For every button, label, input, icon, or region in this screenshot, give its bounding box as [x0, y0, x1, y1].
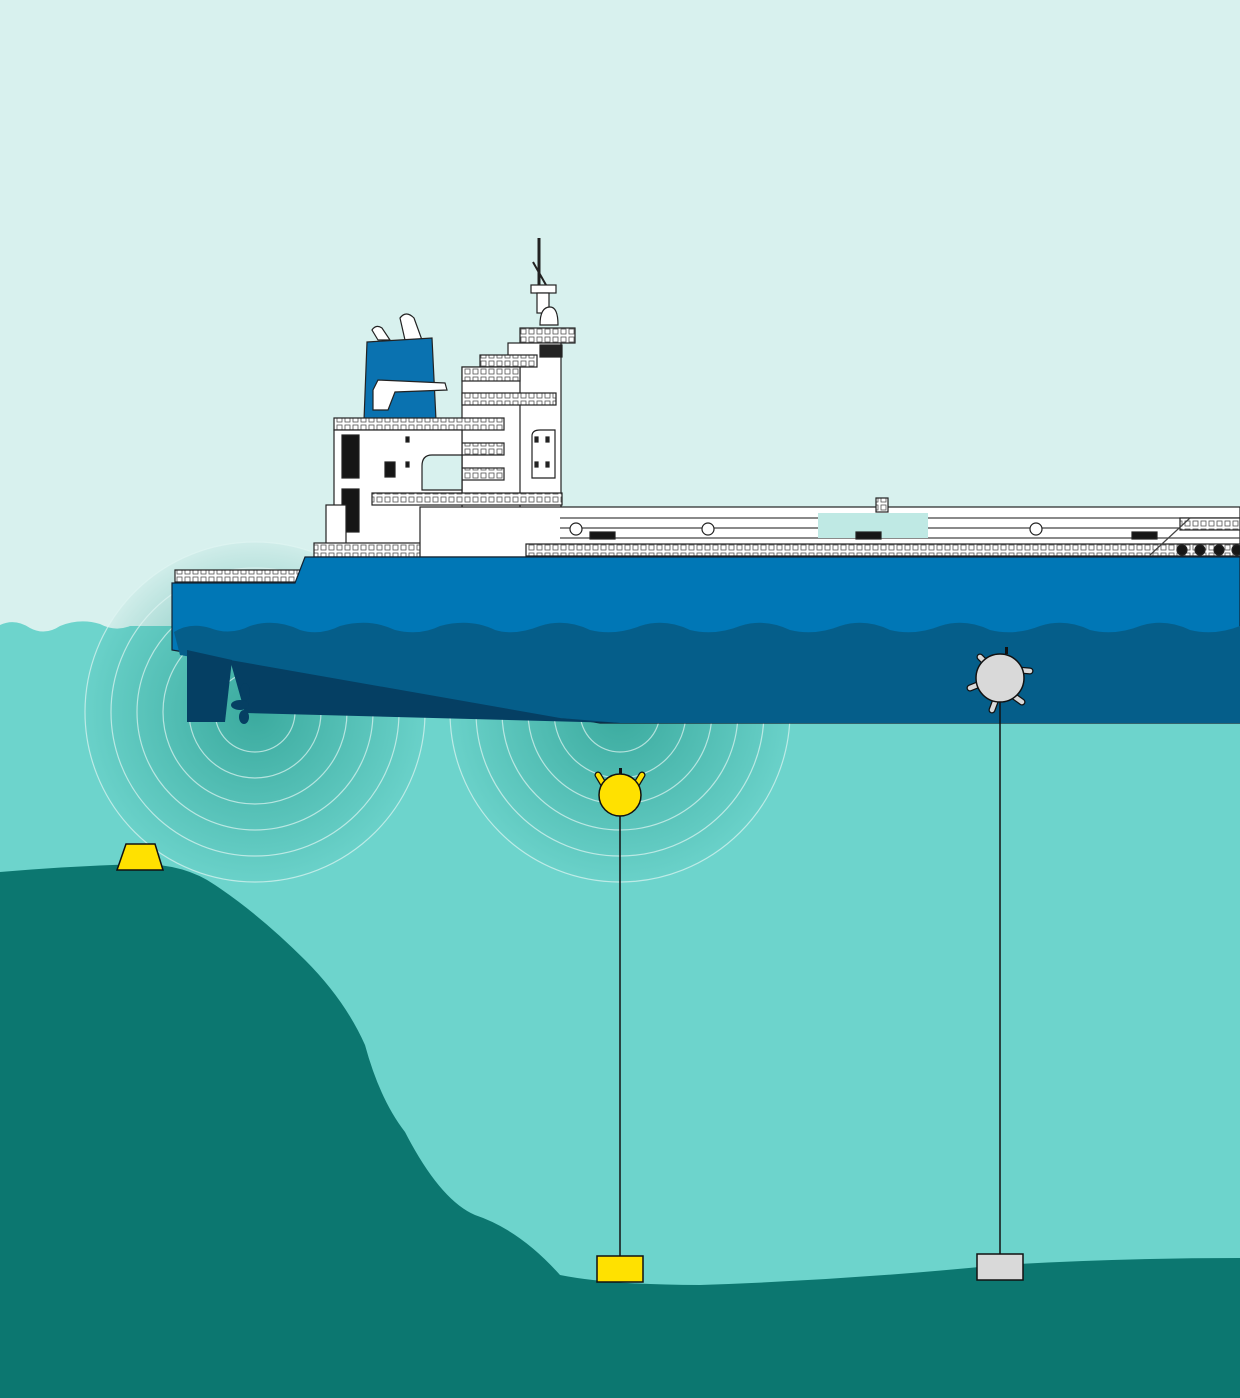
moored-mine-yellow: [594, 768, 646, 1283]
ship-superstructure: [174, 238, 1240, 583]
moored-mine-gray: [966, 647, 1034, 1281]
rudder: [187, 650, 232, 722]
hull-keel-slope: [230, 660, 620, 723]
mast: [530, 238, 559, 326]
seabed: [0, 864, 1240, 1398]
mine-anchor-gray: [976, 1253, 1024, 1281]
bottom-mine: [115, 843, 165, 871]
ship-hull: [171, 556, 1240, 724]
mine-anchor-yellow: [596, 1255, 644, 1283]
propeller-icon: [231, 683, 250, 724]
